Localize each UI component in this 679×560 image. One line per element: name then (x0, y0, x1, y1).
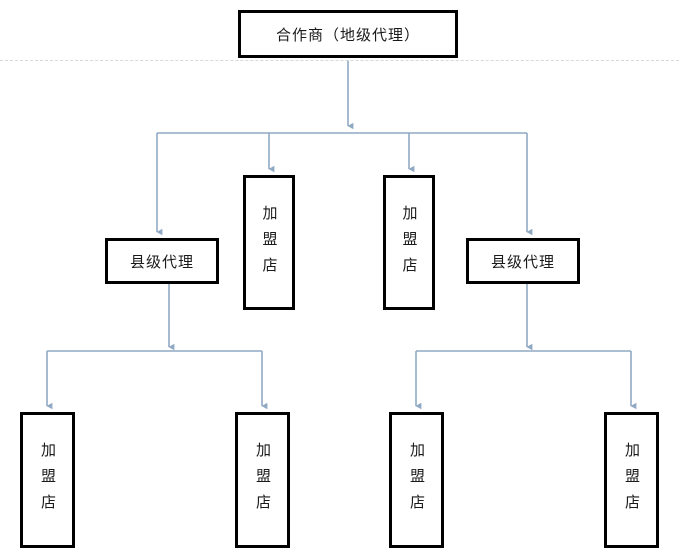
node-franchise-bottom-2[interactable]: 加盟店 (235, 412, 290, 548)
node-label: 加盟店 (254, 442, 272, 520)
horizontal-guide-line (0, 60, 679, 61)
node-label: 加盟店 (400, 204, 419, 283)
node-county-agent-left[interactable]: 县级代理 (105, 238, 219, 284)
node-franchise-bottom-1[interactable]: 加盟店 (20, 412, 75, 548)
node-county-agent-right[interactable]: 县级代理 (466, 238, 580, 284)
node-franchise-bottom-4[interactable]: 加盟店 (604, 412, 659, 548)
node-label: 加盟店 (408, 442, 426, 520)
node-franchise-bottom-3[interactable]: 加盟店 (389, 412, 444, 548)
node-label: 加盟店 (623, 442, 641, 520)
node-franchise-mid-1[interactable]: 加盟店 (243, 175, 295, 310)
node-partner-top[interactable]: 合作商（地级代理） (238, 10, 458, 58)
node-franchise-mid-2[interactable]: 加盟店 (383, 175, 435, 310)
node-label: 合作商（地级代理） (275, 25, 420, 44)
node-label: 加盟店 (39, 442, 57, 520)
node-label: 加盟店 (260, 204, 279, 283)
node-label: 县级代理 (129, 252, 194, 271)
node-label: 县级代理 (490, 252, 555, 271)
